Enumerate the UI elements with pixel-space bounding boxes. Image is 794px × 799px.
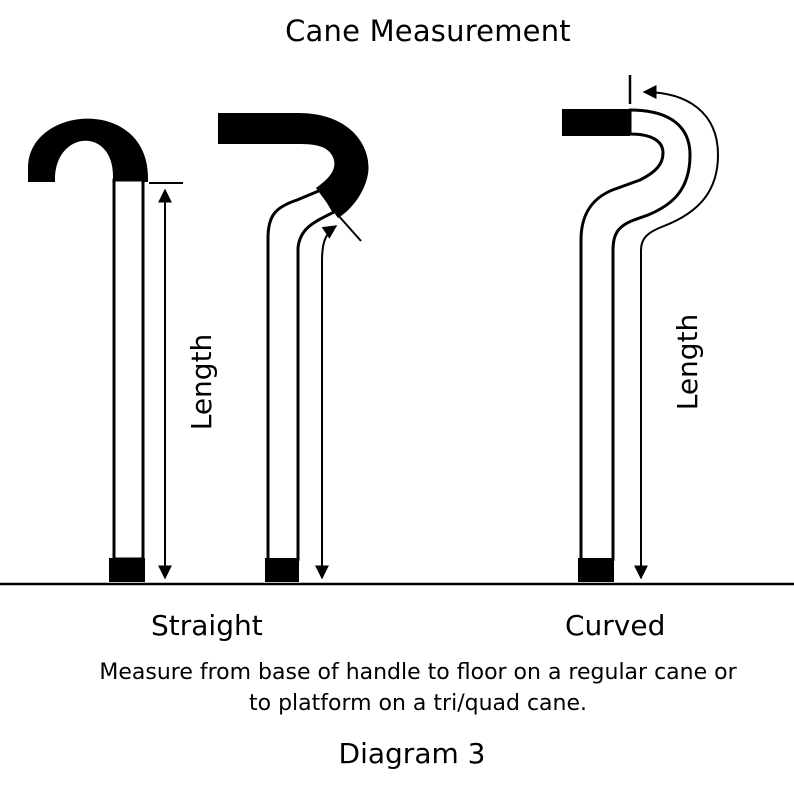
offset-cane-handle [218,113,369,218]
straight-cane-handle [28,118,148,182]
curved-cane [562,75,720,582]
measurement-note: Measure from base of handle to floor on … [0,657,794,719]
straight-label: Straight [151,609,263,642]
measurement-note-line-2: to platform on a tri/quad cane. [248,691,587,716]
offset-measure-tick [336,213,362,242]
offset-cane [218,113,369,582]
straight-length-label: Length [185,334,218,431]
curved-length-arrow [634,85,720,580]
diagram-caption: Diagram 3 [338,737,486,770]
measurement-note-line-1: Measure from base of handle to floor on … [99,660,737,685]
straight-cane-shaft [112,178,145,561]
diagram-title: Cane Measurement [285,14,571,48]
straight-cane-tip [109,558,145,582]
straight-cane [28,118,183,582]
curved-cane-tip [578,558,614,582]
curved-length-label: Length [671,314,704,411]
curved-cane-handle [562,109,630,136]
offset-length-arrow [315,225,338,580]
offset-cane-tip [265,558,299,582]
curved-label: Curved [565,609,666,642]
